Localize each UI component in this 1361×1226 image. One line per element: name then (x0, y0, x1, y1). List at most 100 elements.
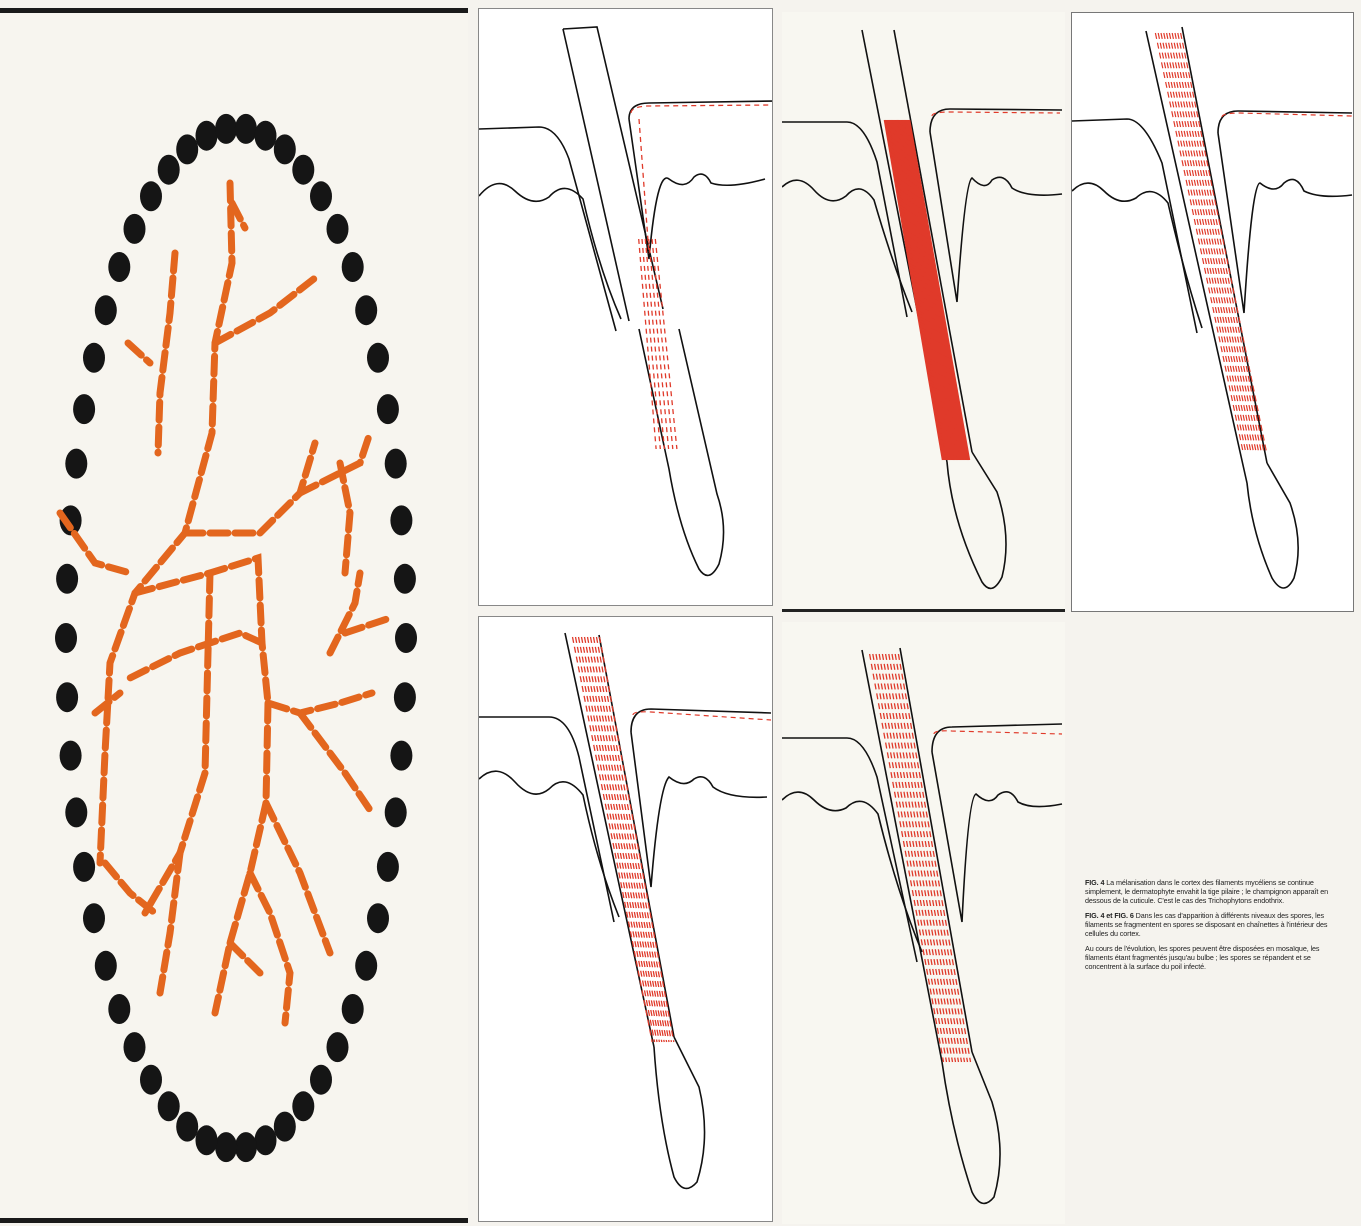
follicle-bulb (1247, 463, 1298, 588)
hyphal-dash-line (882, 654, 955, 1062)
follicle-inner (930, 132, 1062, 302)
follicle-bulb (947, 452, 1006, 588)
cuticle-dot (95, 951, 117, 981)
cuticle-dot (327, 1032, 349, 1062)
cuticle-dot (140, 1065, 162, 1095)
hyphal-dash-line (898, 120, 957, 460)
cuticle-dot (394, 564, 416, 594)
hyphal-dash-line (1169, 33, 1256, 453)
hair-shaft-left (862, 650, 942, 1062)
hyphal-dash-line (1172, 33, 1259, 453)
mycelial-filament (345, 618, 390, 633)
follicle-right-wall (932, 724, 1062, 752)
follicle-diagram-4 (479, 617, 773, 1222)
hyphal-dash-line (897, 120, 956, 460)
hyphal-dash-line (1178, 33, 1264, 453)
cuticle-dot (292, 155, 314, 185)
hyphal-dash-line (600, 637, 674, 1042)
caption-paragraph-1: FIG. 4 La mélanisation dans le cortex de… (1085, 878, 1333, 905)
cuticle-dot (394, 682, 416, 712)
cuticle-dot (327, 214, 349, 244)
hyphal-dash-line (1167, 33, 1254, 453)
cuticle-dot (108, 252, 130, 282)
hyphal-dash-line (900, 120, 959, 460)
cuticle-dot (73, 394, 95, 424)
mycelial-filament (340, 463, 350, 573)
follicle-panel-5 (782, 622, 1065, 1224)
mycelial-filament (130, 633, 262, 678)
cuticle-dot (342, 994, 364, 1024)
hyphal-dash-line (898, 654, 970, 1062)
cuticle-dot (196, 121, 218, 151)
hyphal-dash-line (652, 239, 673, 449)
cuticle-dot (56, 564, 78, 594)
cuticle-dot (355, 295, 377, 325)
follicle-diagram-2 (782, 12, 1065, 612)
hyphal-dash-line (902, 120, 961, 460)
cuticle-dot (65, 449, 87, 479)
follicle-bulb (942, 1052, 1000, 1203)
cuticle-dot (65, 797, 87, 827)
follicle-inner (629, 119, 765, 259)
follicle-inner (932, 752, 1062, 922)
cuticle-dot (235, 1132, 257, 1162)
cuticle-dot (83, 903, 105, 933)
cuticle-dot (310, 1065, 332, 1095)
dermis-line (1072, 183, 1202, 328)
hyphal-dash-line (903, 120, 963, 460)
cuticle-dot (176, 134, 198, 164)
cuticle-dot (56, 682, 78, 712)
hair-shaft-right (1182, 27, 1267, 463)
cuticle-dot (235, 114, 257, 144)
follicle-inner (631, 732, 767, 887)
epidermis-line (479, 127, 616, 331)
mycelial-filament (300, 713, 372, 813)
cuticle-dot (176, 1112, 198, 1142)
cuticle-dot (395, 623, 417, 653)
caption-paragraph-3: Au cours de l'évolution, les spores peuv… (1085, 944, 1333, 971)
cuticle-dot (390, 741, 412, 771)
hyphal-dash-line (901, 120, 960, 460)
hyphal-dash-line (1158, 33, 1246, 453)
hyphal-dash-line (899, 120, 958, 460)
cuticle-dot (385, 449, 407, 479)
mycelial-filament (105, 863, 155, 913)
caption-text-1: La mélanisation dans le cortex des filam… (1085, 878, 1328, 905)
cuticle-dot (124, 214, 146, 244)
hair-cross-section-panel (0, 8, 468, 1223)
hyphal-dash-line (1155, 33, 1243, 453)
cuticle-dot (367, 903, 389, 933)
cuticle-dot (215, 1132, 237, 1162)
epidermis-line (1072, 119, 1197, 333)
hyphal-dash-line (896, 120, 955, 460)
caption-paragraph-2: FIG. 4 et FIG. 6 Dans les cas d'appariti… (1085, 911, 1333, 938)
cuticle-dot (196, 1125, 218, 1155)
cuticle-dot (367, 343, 389, 373)
cuticle-dot (158, 1091, 180, 1121)
follicle-panel-2 (782, 12, 1065, 612)
cuticle-dot (377, 394, 399, 424)
figure-caption: FIG. 4 La mélanisation dans le cortex de… (1085, 878, 1333, 977)
follicle-bulb (654, 1037, 705, 1188)
cuticle-dot (60, 741, 82, 771)
hyphal-dash-line (576, 637, 655, 1042)
follicle-inner (1218, 133, 1352, 313)
follicle-panel-3 (1071, 12, 1354, 612)
cuticle-dot (124, 1032, 146, 1062)
cuticle-dot (274, 134, 296, 164)
cuticle-dot (390, 505, 412, 535)
hyphal-dash-line (588, 637, 665, 1042)
follicle-bulb (639, 329, 724, 575)
cuticle-dot (140, 181, 162, 211)
hyphal-dash-line (1161, 33, 1249, 453)
cuticle-dot (355, 951, 377, 981)
mycelial-filament (330, 573, 360, 653)
caption-title: FIG. 4 (1085, 878, 1104, 887)
cuticle-dot (73, 852, 95, 882)
dermis-line (479, 184, 621, 319)
cuticle-dot (274, 1112, 296, 1142)
cuticle-dot (342, 252, 364, 282)
hair-shaft-right (900, 648, 972, 1052)
cuticle-dot (83, 343, 105, 373)
hyphal-dash-line (573, 637, 653, 1042)
